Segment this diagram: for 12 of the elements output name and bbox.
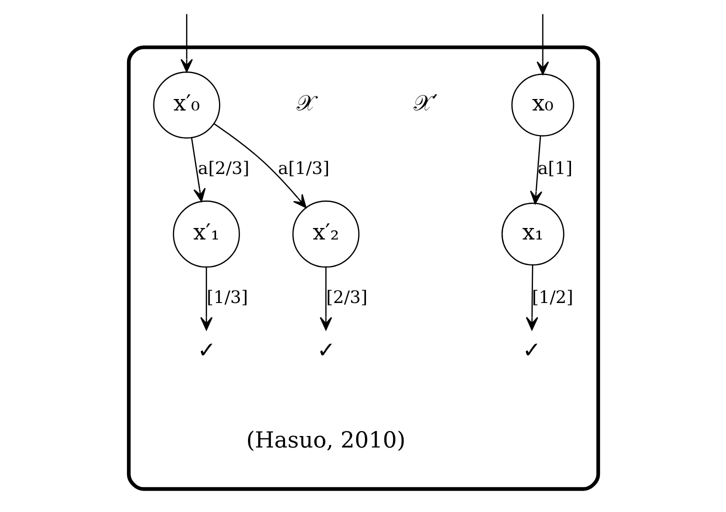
- label: (Hasuo, 2010): [246, 428, 406, 454]
- edge-label: [1/2]: [532, 288, 573, 308]
- edge-label: [2/3]: [326, 288, 367, 308]
- edge-label: [1/3]: [206, 288, 248, 308]
- label: 𝒳′: [413, 90, 438, 116]
- edge-label: a[1/3]: [278, 159, 329, 180]
- label: 𝒳: [296, 90, 316, 116]
- node-text: ✓: [196, 338, 215, 364]
- node-text: ✓: [316, 338, 334, 364]
- edge-label: a[1]: [537, 159, 572, 180]
- edge-label: a[2/3]: [197, 159, 249, 180]
- node-text: ✓: [522, 338, 540, 364]
